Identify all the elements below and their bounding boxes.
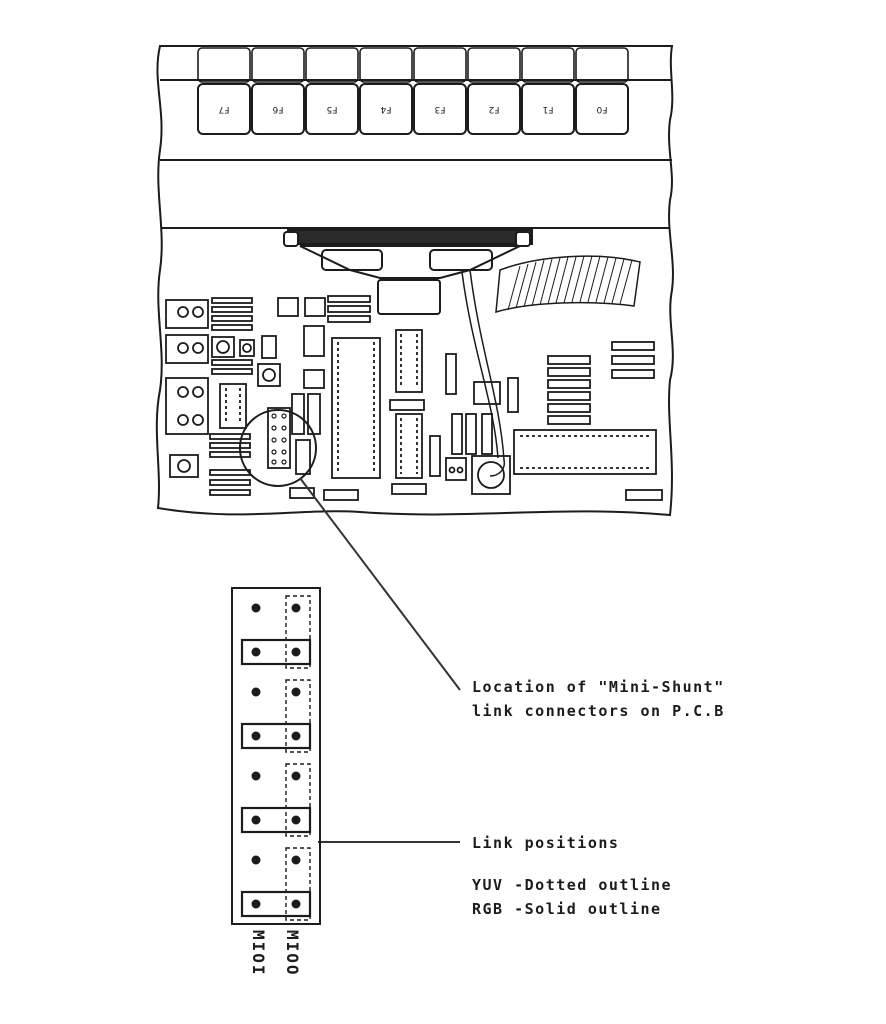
function-key-label: F2 bbox=[489, 104, 500, 114]
pin-dot bbox=[251, 899, 261, 909]
pcb-components bbox=[165, 295, 663, 501]
yuv-dotted-link bbox=[285, 679, 311, 753]
function-key-f7 bbox=[197, 83, 251, 135]
function-key-f0 bbox=[575, 83, 629, 135]
pin-dot bbox=[251, 731, 261, 741]
pin-dot bbox=[291, 899, 301, 909]
function-key-label: F6 bbox=[272, 104, 283, 114]
yuv-dotted-link bbox=[285, 595, 311, 669]
yuv-dotted-link bbox=[285, 847, 311, 921]
link-block bbox=[231, 587, 321, 925]
function-key-label: F1 bbox=[543, 104, 554, 114]
function-key-label: F0 bbox=[596, 104, 607, 114]
pin-dot bbox=[251, 771, 261, 781]
function-key-f6 bbox=[251, 83, 305, 135]
location-caption-line2: link connectors on P.C.B bbox=[472, 702, 725, 720]
pin-dot bbox=[251, 815, 261, 825]
function-key-f3 bbox=[413, 83, 467, 135]
link-positions bbox=[240, 595, 312, 921]
pin-dot bbox=[251, 603, 261, 613]
pin-dot bbox=[291, 687, 301, 697]
pin-dot bbox=[291, 771, 301, 781]
yuv-legend: YUV -Dotted outline bbox=[472, 876, 673, 894]
pin-dot bbox=[251, 855, 261, 865]
column-label-mioo: MIOO bbox=[283, 930, 302, 977]
function-key-label: F5 bbox=[327, 104, 338, 114]
pin-dot bbox=[291, 731, 301, 741]
function-key-f4 bbox=[359, 83, 413, 135]
pin-dot bbox=[291, 647, 301, 657]
leader-lines bbox=[299, 477, 461, 843]
function-key-f5 bbox=[305, 83, 359, 135]
function-key-row: F7 F6 F5 F4 F3 F2 F1 F0 bbox=[197, 83, 629, 135]
rgb-solid-link bbox=[240, 890, 312, 918]
function-key-label: F4 bbox=[380, 104, 391, 114]
column-label-mioi: MIOI bbox=[249, 930, 268, 977]
function-key-f1 bbox=[521, 83, 575, 135]
keyboard-section bbox=[155, 45, 674, 517]
yuv-dotted-link bbox=[285, 763, 311, 837]
pin-dot bbox=[291, 855, 301, 865]
ribbon-connector bbox=[283, 229, 641, 477]
location-caption-line1: Location of "Mini-Shunt" bbox=[472, 678, 725, 696]
pin-dot bbox=[291, 603, 301, 613]
function-key-label: F7 bbox=[219, 104, 230, 114]
rgb-solid-link bbox=[240, 638, 312, 666]
pin-dot bbox=[291, 815, 301, 825]
pin-dot bbox=[251, 647, 261, 657]
rgb-solid-link bbox=[240, 722, 312, 750]
rgb-solid-link bbox=[240, 806, 312, 834]
pin-dot bbox=[251, 687, 261, 697]
function-key-f2 bbox=[467, 83, 521, 135]
upper-key-row bbox=[197, 47, 629, 83]
rgb-legend: RGB -Solid outline bbox=[472, 900, 662, 918]
link-positions-caption: Link positions bbox=[472, 834, 620, 852]
function-key-label: F3 bbox=[435, 104, 446, 114]
